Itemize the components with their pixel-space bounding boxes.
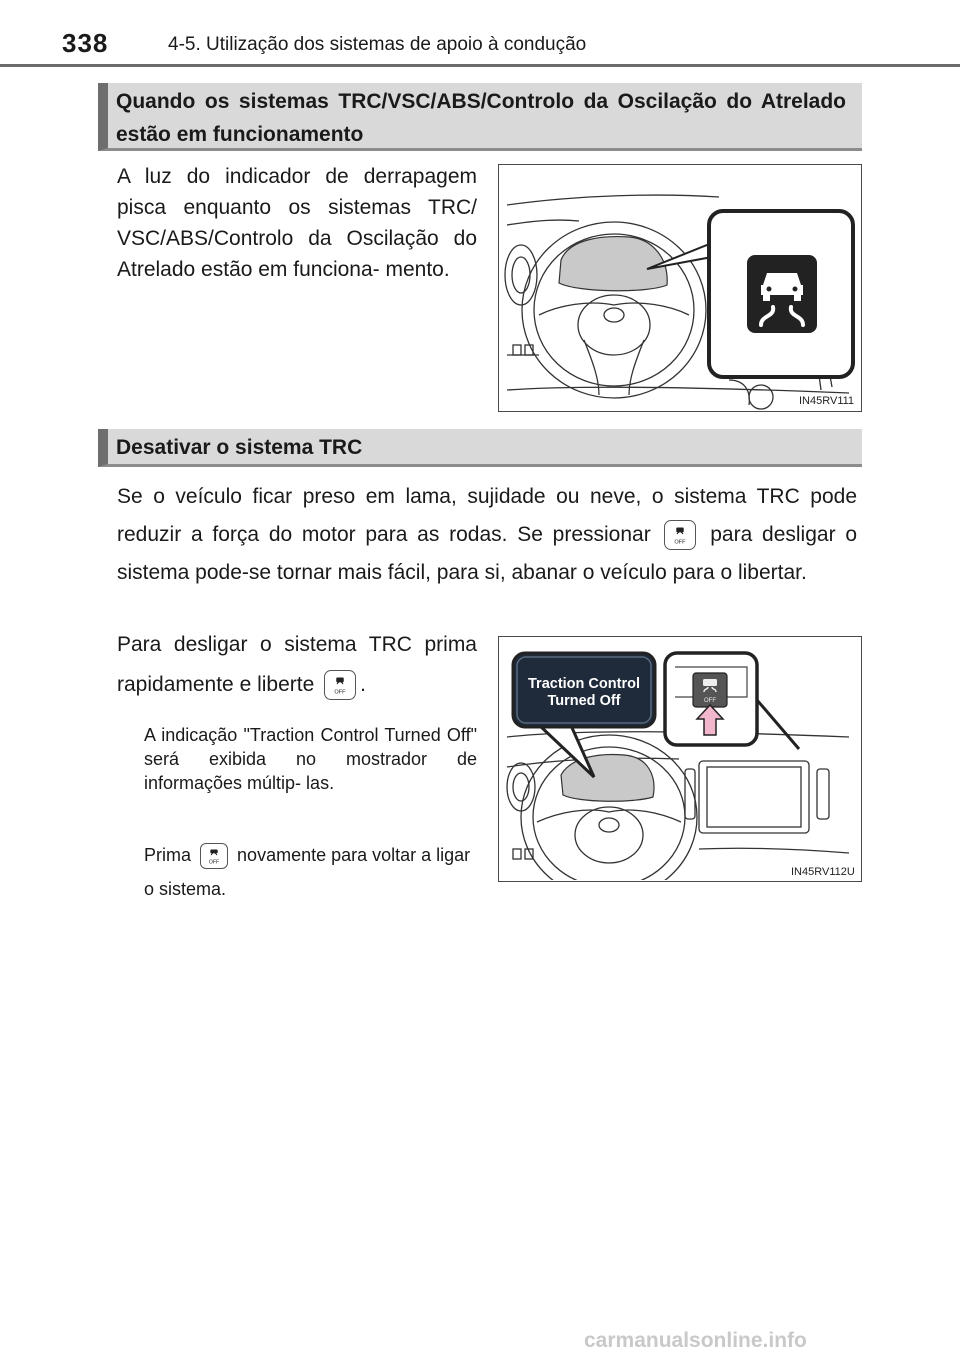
chapter-title: 4-5. Utilização dos sistemas de apoio à … (168, 34, 587, 55)
step-part2: . (360, 673, 366, 696)
note-display-message: A indicação "Traction Control Turned Off… (144, 725, 477, 793)
section-heading-operation: Quando os sistemas TRC/VSC/ABS/Controlo … (98, 83, 862, 151)
section-heading-disable-trc: Desativar o sistema TRC (98, 429, 862, 467)
svg-text:OFF: OFF (209, 860, 219, 866)
disable-trc-description: Se o veículo ficar preso em lama, sujida… (117, 478, 857, 592)
step-part1: Para desligar o sistema TRC prima rapida… (117, 633, 477, 696)
slip-indicator-icon (747, 255, 817, 333)
note-reenable: Prima OFF novamente para voltar a ligar … (144, 838, 477, 906)
figure-slip-indicator: IN45RV111 (498, 164, 862, 412)
display-message-line1: Traction Control (528, 676, 640, 692)
trc-off-switch-icon: OFF (324, 670, 357, 701)
disable-trc-step: Para desligar o sistema TRC prima rapida… (117, 625, 477, 705)
display-message-line2: Turned Off (547, 693, 620, 709)
operation-description: A luz do indicador de derrapagem pisca e… (117, 165, 477, 281)
svg-text:OFF: OFF (704, 698, 716, 704)
note2-part1: Prima (144, 845, 192, 865)
header-rule (0, 64, 960, 67)
page-number: 338 (62, 28, 109, 58)
description-part1: Se o veículo ficar preso em lama, sujida… (117, 485, 857, 546)
figure-trc-off: Traction Control Turned Off OFF IN45RV11… (498, 636, 862, 882)
watermark: carmanualsonline.info (584, 1329, 807, 1352)
trc-off-switch-icon: OFF (200, 843, 229, 870)
note2-part2: novamente para voltar a ligar o sistema. (144, 845, 471, 899)
trc-off-switch-icon: OFF (664, 520, 697, 551)
figure-code: IN45RV112U (791, 866, 855, 878)
svg-text:OFF: OFF (335, 690, 347, 696)
figure-code: IN45RV111 (799, 395, 854, 407)
description-part2: para desligar o sistema pode-se tornar m… (117, 523, 857, 584)
svg-text:OFF: OFF (675, 540, 687, 546)
